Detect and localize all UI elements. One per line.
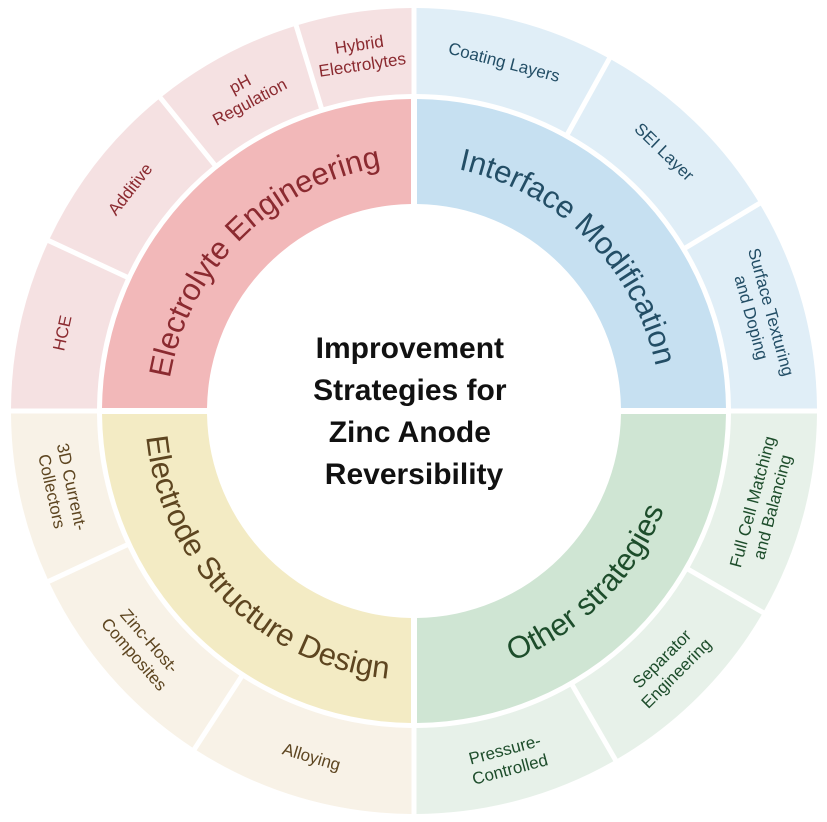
sub-segment-interface-1 [416,8,608,133]
sub-segment-other-1 [689,413,817,611]
sub-segment-electrode-3 [11,413,126,580]
sub-segment-electrolyte-1 [11,242,126,409]
center-circle [210,207,618,615]
sub-segment-other-2 [574,571,762,759]
sub-segment-electrolyte-3 [162,26,319,164]
sub-segment-electrolyte-2 [49,99,213,275]
sub-segment-interface-3 [687,205,817,409]
sub-segment-interface-2 [569,59,759,246]
category-segment-interface [416,99,726,409]
sub-segment-electrode-1 [196,678,412,814]
sub-segment-electrode-2 [49,547,240,748]
center-title: Improvement Strategies for Zinc Anode Re… [313,332,515,491]
category-segment-electrolyte [102,99,412,409]
category-segment-other [416,413,726,723]
sub-segment-electrolyte-4 [298,8,412,108]
category-segment-electrode [102,413,412,723]
outer-ring: HCEAdditivepHRegulationHybridElectrolyte… [11,8,817,814]
center-title-line-3: Zinc Anode [329,416,491,449]
center-title-line-1: Improvement [316,332,504,365]
center-title-line-2: Strategies for [313,374,507,407]
center-label: Improvement Strategies for Zinc Anode Re… [210,207,618,615]
sub-segment-other-3 [416,686,614,814]
center-title-line-4: Reversibility [325,458,504,491]
